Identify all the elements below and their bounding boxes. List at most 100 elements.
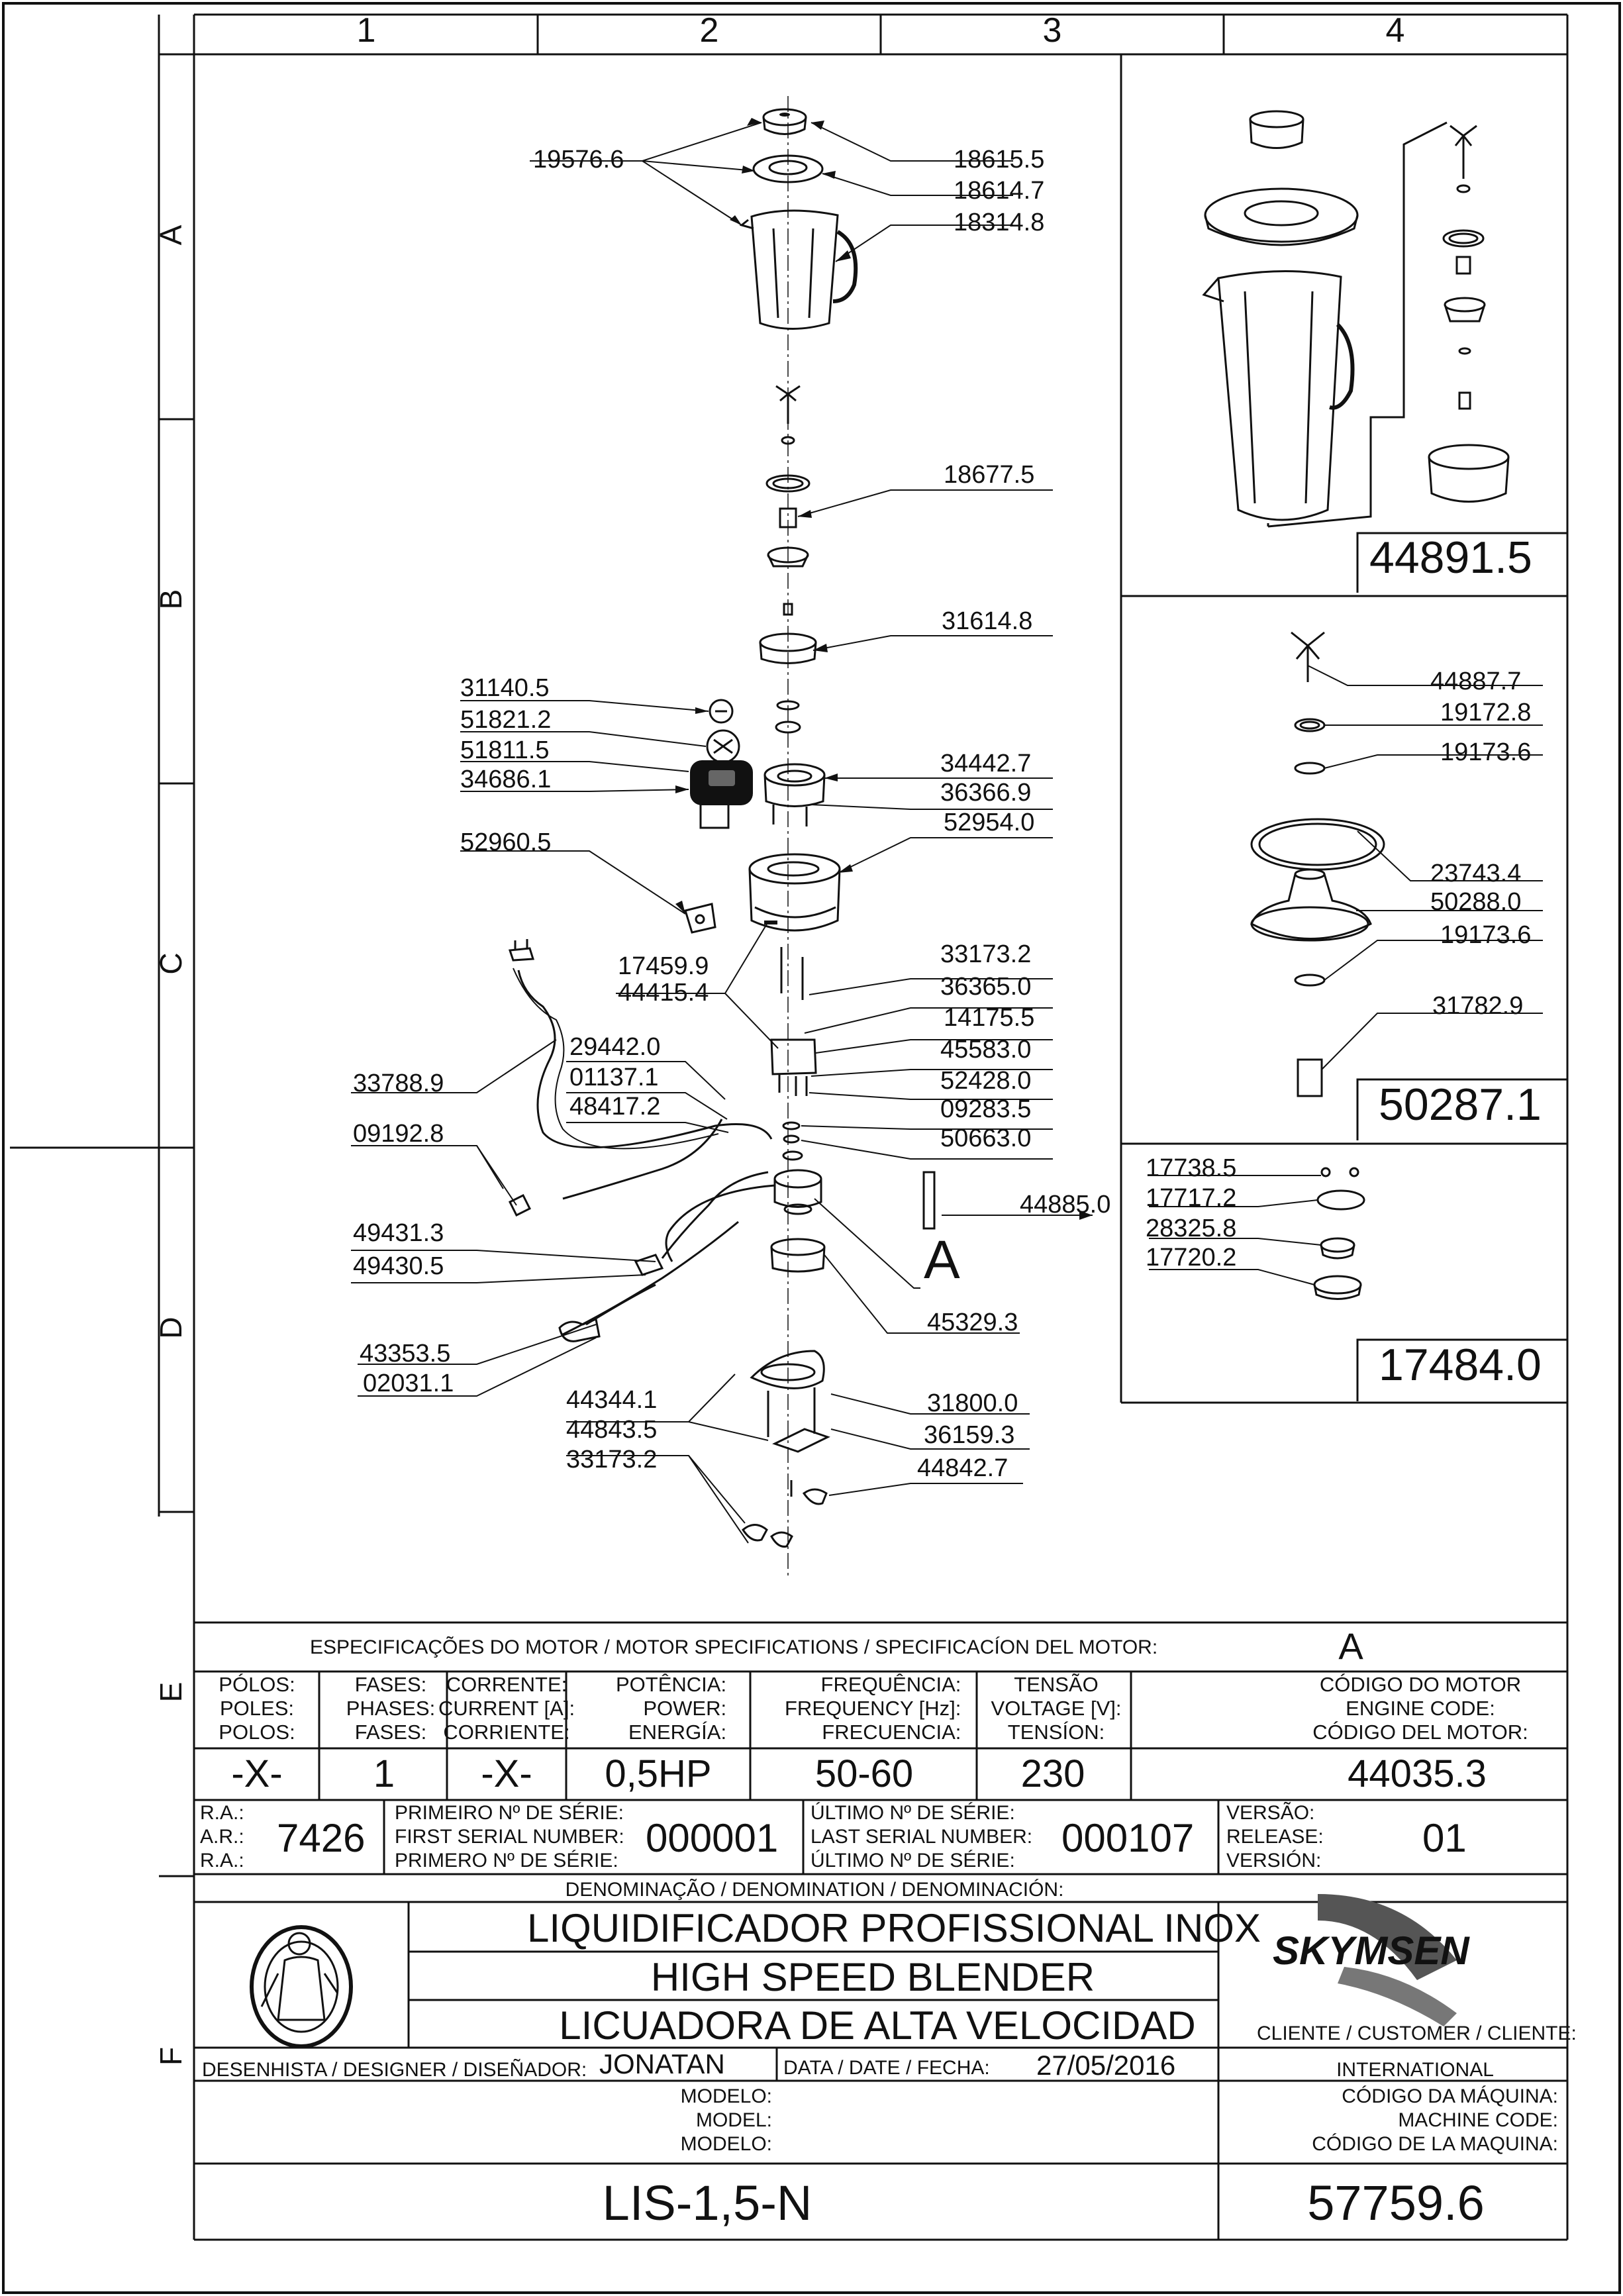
model-label: MODELO:MODEL:MODELO:: [680, 2085, 772, 2155]
row-label: B: [154, 589, 188, 610]
part-number: 51821.2: [460, 706, 552, 734]
product-name-es: LICUADORA DE ALTA VELOCIDAD: [559, 2003, 1196, 2048]
part-number: 51811.5: [460, 736, 550, 764]
part-number: 34686.1: [460, 766, 552, 793]
customer-value: INTERNATIONAL: [1336, 2059, 1494, 2081]
current-label: CORRENTE:CURRENT [A]:CORRIENTE:: [438, 1673, 575, 1744]
current-value: -X-: [481, 1752, 532, 1795]
part-number: 18677.5: [944, 461, 1035, 489]
row-label: A: [154, 225, 188, 246]
release-value: 01: [1422, 1816, 1467, 1860]
part-number: 33173.2: [940, 940, 1032, 968]
part-number: 14175.5: [944, 1004, 1035, 1032]
part-number: 44843.5: [566, 1416, 658, 1444]
row-label: C: [154, 952, 188, 975]
kit-part-number: 17738.5: [1146, 1154, 1237, 1182]
part-number: 36365.0: [940, 973, 1032, 1001]
part-number: 19576.6: [533, 146, 624, 174]
part-number: 36366.9: [940, 779, 1032, 807]
kit-part-number: 28325.8: [1146, 1215, 1237, 1242]
column-label: 1: [356, 11, 376, 50]
motor-spec-header-value: A: [1338, 1625, 1363, 1667]
last-serial-value: 000107: [1061, 1816, 1195, 1860]
detail-callout-A: A: [924, 1230, 960, 1290]
brand-name: SKYMSEN: [1273, 1928, 1469, 1973]
row-label: F: [154, 2046, 188, 2066]
kit-part-number: 19172.8: [1440, 699, 1532, 726]
part-number: 18314.8: [954, 209, 1045, 236]
part-number: 44885.0: [1020, 1191, 1111, 1219]
part-number: 49431.3: [353, 1219, 444, 1247]
part-number: 48417.2: [569, 1093, 661, 1121]
date-value: 27/05/2016: [1036, 2050, 1176, 2081]
poles-value: -X-: [231, 1752, 283, 1795]
part-number: 33173.2: [566, 1446, 658, 1473]
part-number: 50663.0: [940, 1124, 1032, 1152]
kit-code-17484: 17484.0: [1379, 1340, 1542, 1390]
kit-part-number: 19173.6: [1440, 738, 1532, 766]
frequency-label: FREQUÊNCIA:FREQUENCY [Hz]:FRECUENCIA:: [785, 1673, 961, 1744]
part-number: 09192.8: [353, 1120, 444, 1148]
designer-value: JONATAN: [599, 2048, 725, 2079]
motor-spec-header: ESPECIFICAÇÕES DO MOTOR / MOTOR SPECIFIC…: [310, 1636, 1158, 1658]
part-number: 44415.4: [618, 979, 709, 1007]
part-number: 18615.5: [954, 146, 1045, 174]
kit-part-number: 19173.6: [1440, 921, 1532, 949]
row-label: D: [154, 1317, 188, 1339]
product-name-en: HIGH SPEED BLENDER: [650, 1955, 1095, 1999]
part-number: 52960.5: [460, 828, 552, 856]
part-number: 18614.7: [954, 177, 1045, 205]
part-number: 44344.1: [566, 1386, 658, 1414]
ra-value: 7426: [277, 1816, 366, 1860]
part-number: 31614.8: [942, 607, 1033, 635]
phases-value: 1: [373, 1752, 395, 1795]
kit-part-number: 17717.2: [1146, 1184, 1237, 1212]
first-serial-value: 000001: [646, 1816, 779, 1860]
column-label: 4: [1385, 11, 1405, 50]
kit-code-50287: 50287.1: [1379, 1079, 1542, 1130]
date-label: DATA / DATE / FECHA:: [783, 2057, 990, 2079]
part-number: 52428.0: [940, 1067, 1032, 1095]
power-value: 0,5HP: [605, 1752, 712, 1795]
customer-label: CLIENTE / CUSTOMER / CLIENTE:: [1257, 2022, 1577, 2044]
part-number: 01137.1: [569, 1064, 659, 1091]
authorized-service-seal: [250, 1925, 353, 2048]
engine-code-value: 44035.3: [1348, 1752, 1487, 1795]
phases-label: FASES:PHASES:FASES:: [346, 1673, 436, 1744]
part-number: 02031.1: [363, 1370, 454, 1397]
kit-part-number: 17720.2: [1146, 1244, 1237, 1272]
part-number: 31800.0: [927, 1389, 1018, 1417]
part-number: 09283.5: [940, 1095, 1032, 1123]
designer-label: DESENHISTA / DESIGNER / DISEÑADOR:: [202, 2059, 587, 2081]
part-number: 43353.5: [360, 1340, 451, 1368]
product-name-pt: LIQUIDIFICADOR PROFISSIONAL INOX: [527, 1906, 1261, 1950]
kit-code-44891: 44891.5: [1369, 532, 1532, 583]
frequency-value: 50-60: [814, 1752, 914, 1795]
kit-part-number: 31782.9: [1432, 992, 1524, 1020]
poles-label: PÓLOS:POLES:POLOS:: [219, 1673, 295, 1744]
first-serial-label: PRIMEIRO Nº DE SÉRIE:FIRST SERIAL NUMBER…: [395, 1802, 624, 1872]
machine-code-label: CÓDIGO DA MÁQUINA:MACHINE CODE:CÓDIGO DE…: [1312, 2085, 1558, 2155]
ra-label: R.A.:A.R.:R.A.:: [200, 1802, 244, 1872]
part-number: 17459.9: [618, 952, 709, 980]
part-number: 29442.0: [569, 1033, 661, 1061]
voltage-value: 230: [1020, 1752, 1085, 1795]
kit-part-number: 23743.4: [1430, 860, 1522, 887]
part-number: 31140.5: [460, 674, 550, 702]
model-value: LIS-1,5-N: [602, 2175, 812, 2230]
column-label: 2: [699, 11, 719, 50]
part-number: 34442.7: [940, 750, 1032, 777]
last-serial-label: ÚLTIMO Nº DE SÉRIE:LAST SERIAL NUMBER:ÚL…: [811, 1802, 1033, 1872]
part-number: 49430.5: [353, 1252, 444, 1280]
denomination-label: DENOMINAÇÃO / DENOMINATION / DENOMINACIÓ…: [565, 1879, 1064, 1901]
part-number: 44842.7: [917, 1454, 1008, 1482]
release-label: VERSÃO:RELEASE:VERSIÓN:: [1226, 1802, 1324, 1872]
column-label: 3: [1042, 11, 1062, 50]
part-number: 36159.3: [924, 1421, 1015, 1449]
row-label: E: [154, 1681, 188, 1703]
